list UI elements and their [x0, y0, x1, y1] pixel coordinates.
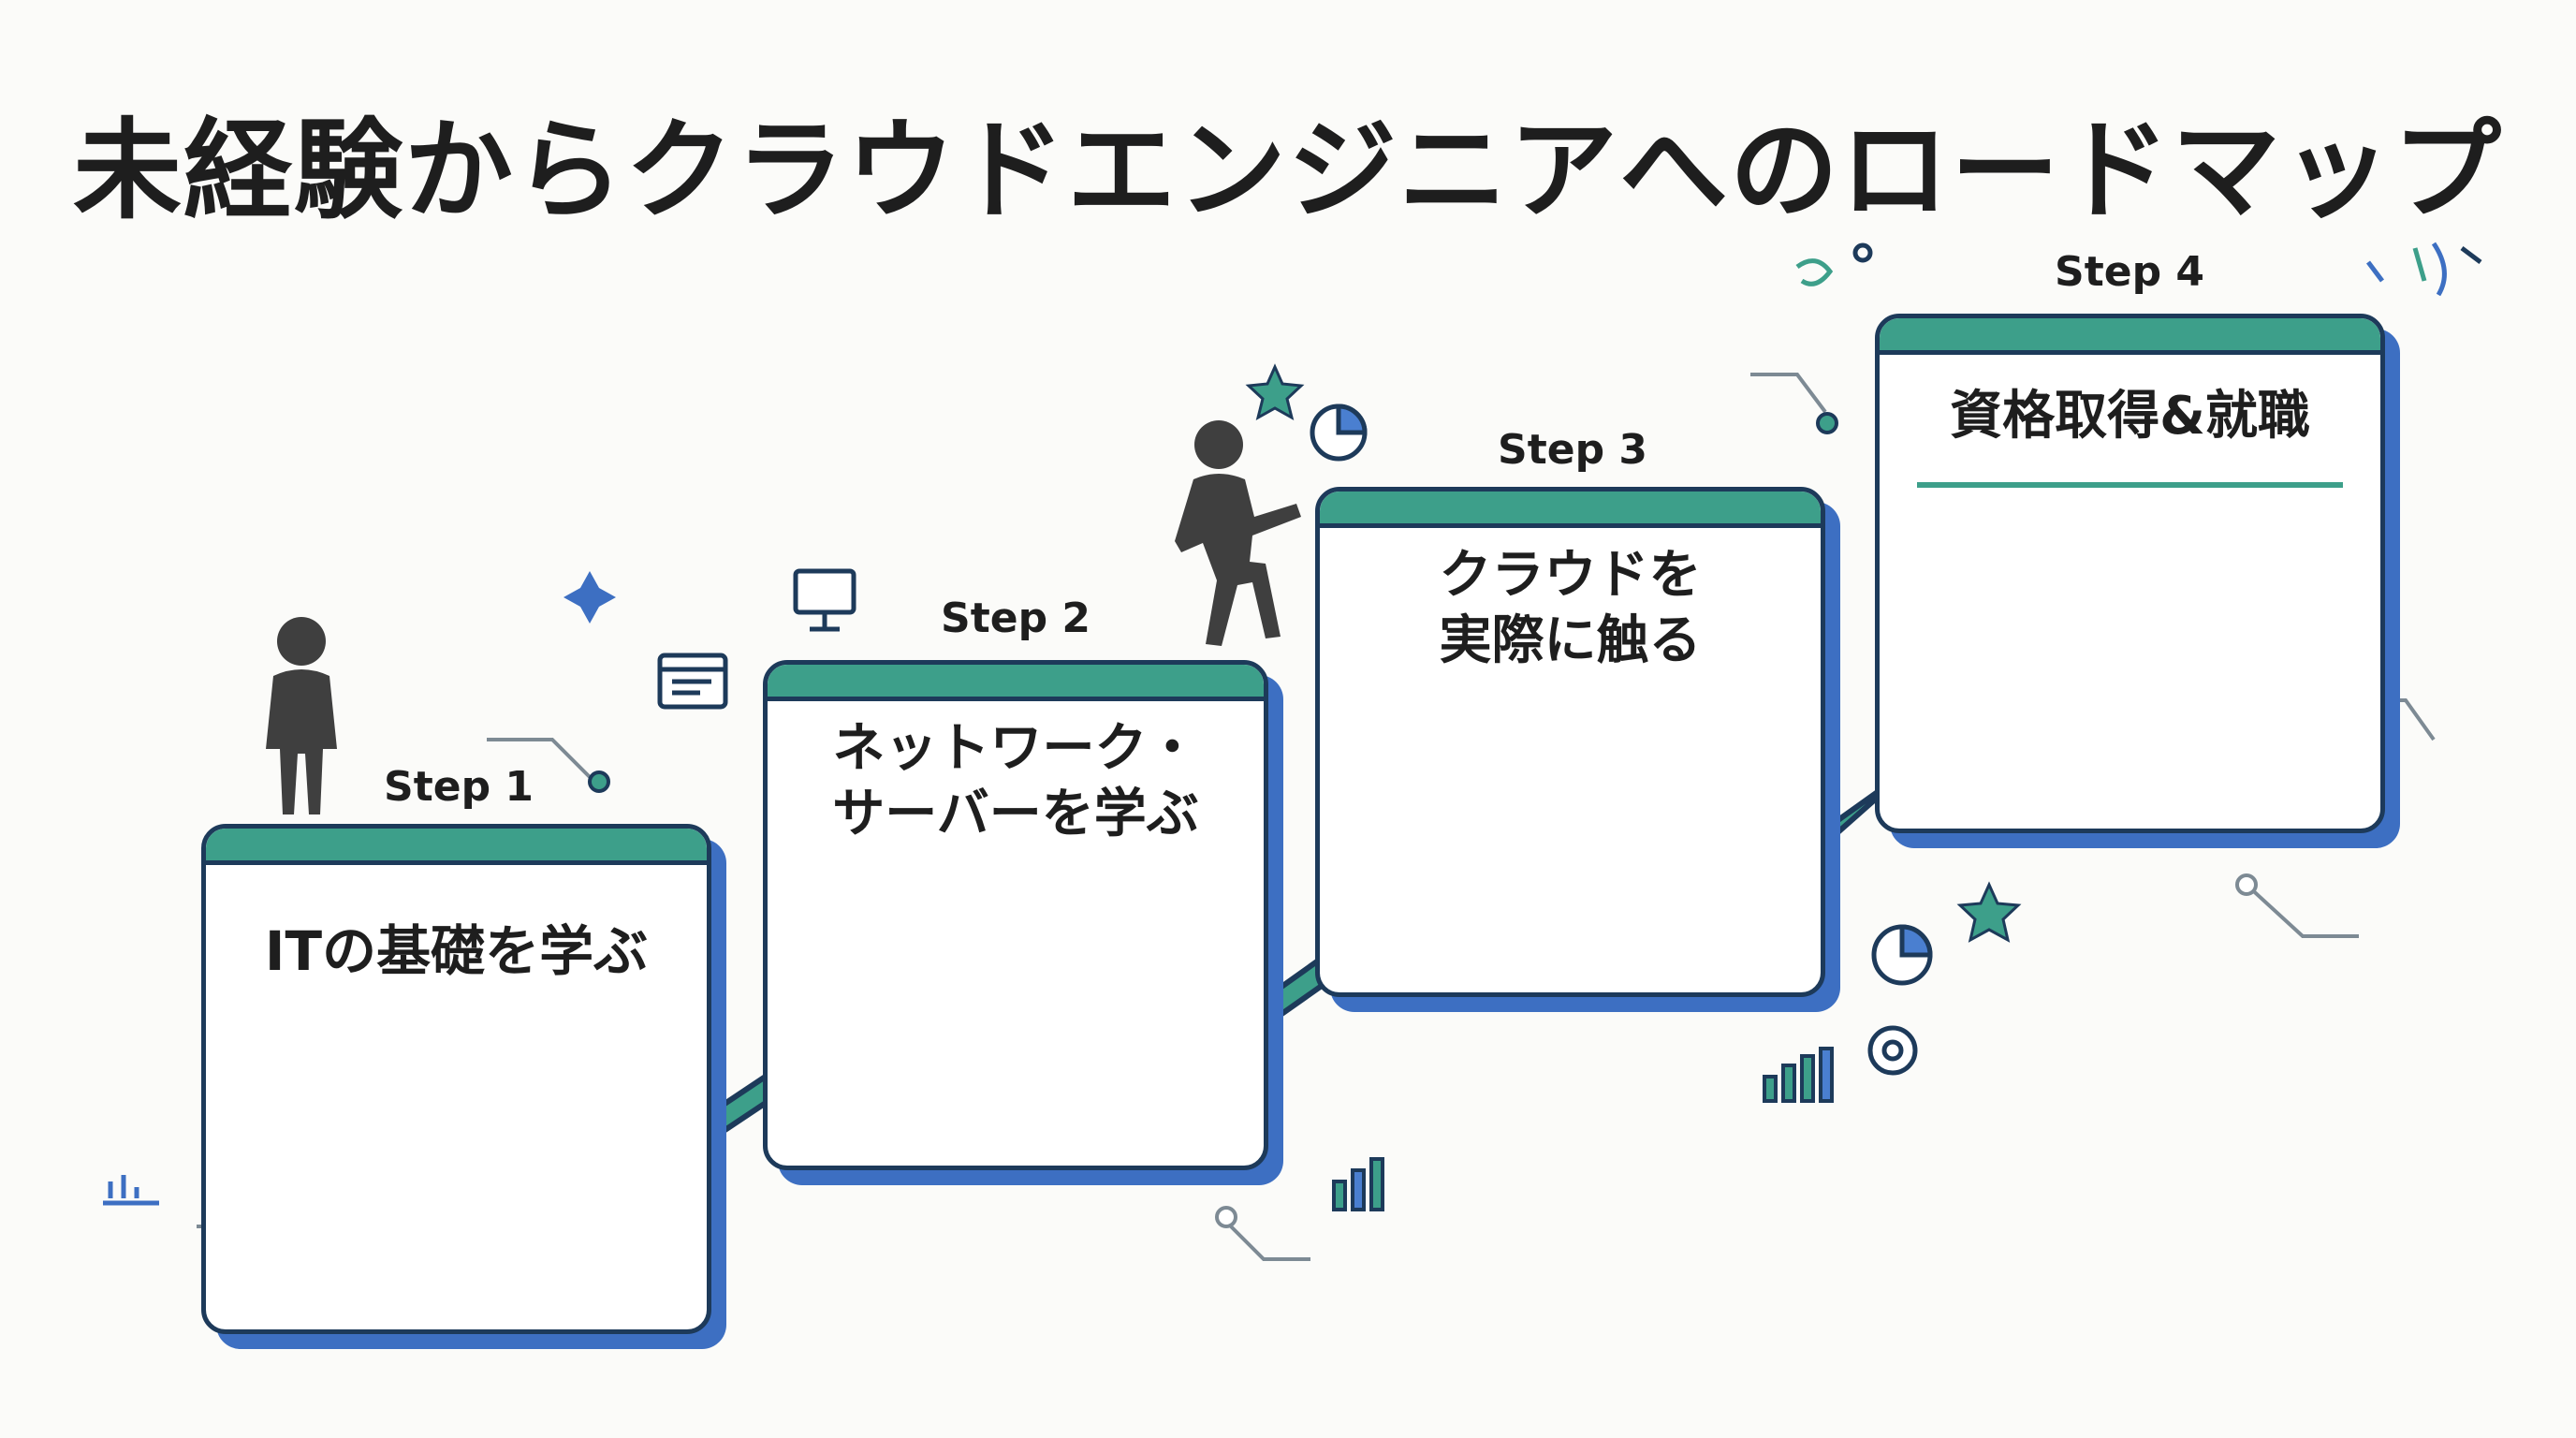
pie-chart-icon: [1310, 404, 1933, 986]
person-walking-icon: [1175, 420, 1301, 646]
star-icon: [1245, 363, 2022, 943]
step-1-card: ITの基礎を学ぶ: [201, 824, 711, 1334]
step-3-label: Step 3: [1498, 426, 1647, 474]
step-4-card-header-bar: [1880, 318, 2380, 355]
step-2-title: ネットワーク・ サーバーを学ぶ: [832, 718, 1199, 844]
step-1-card-header-bar: [206, 829, 707, 865]
step-1-title: ITの基礎を学ぶ: [264, 919, 649, 983]
step-4-card: 資格取得&就職: [1875, 314, 2385, 833]
step-2-card-header-bar: [768, 665, 1264, 701]
step-1-label: Step 1: [384, 763, 534, 811]
bar-chart-icon: [1332, 1047, 1834, 1211]
person-standing-icon: [266, 617, 337, 814]
step-3-card-header-bar: [1320, 492, 1821, 528]
browser-window-icon: [657, 653, 728, 710]
gear-icon: [1867, 1025, 1918, 1076]
step-3-card: クラウドを 実際に触る: [1315, 487, 1825, 997]
step-4-title: 資格取得&就職: [1950, 386, 2310, 447]
sparkle-icon: [564, 571, 616, 624]
step-2-label: Step 2: [941, 594, 1090, 642]
page-title: 未経験からクラウドエンジニアへのロードマップ: [73, 108, 2503, 234]
monitor-icon: [793, 568, 856, 632]
step-4-underline: [1917, 482, 2343, 488]
step-4-label: Step 4: [2055, 248, 2204, 296]
step-2-card: ネットワーク・ サーバーを学ぶ: [763, 660, 1268, 1170]
confetti-icons: [1795, 242, 2482, 297]
step-3-title: クラウドを 実際に触る: [1439, 545, 1702, 671]
